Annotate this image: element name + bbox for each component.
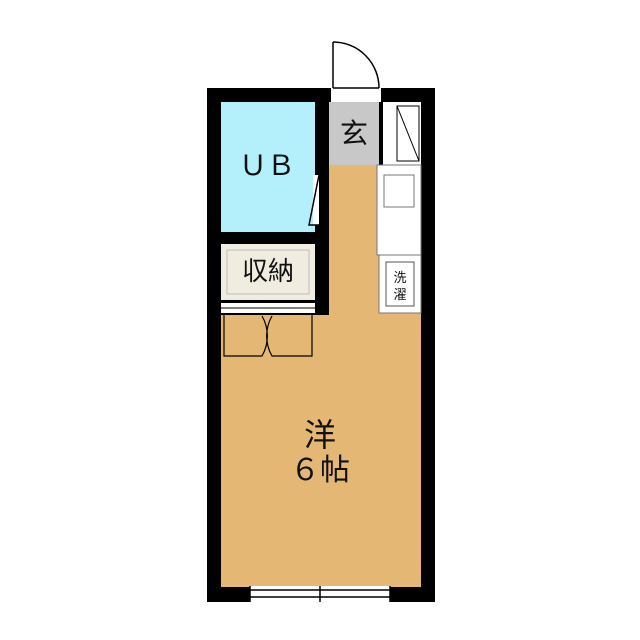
unit-bath-label: ＵＢ [239,149,295,182]
western-room-floor-lower-left [221,315,321,587]
entrance-label: 玄 [340,117,368,150]
laundry-pan [385,261,415,307]
partition-wall [315,100,329,315]
storage-inner [226,249,310,295]
shoe-cabinet-inner [396,105,420,162]
bath-storage-wall [207,232,321,244]
western-room-label-line1: 洋 [304,416,336,454]
unit-bath-room [221,102,315,232]
entrance-door-swing [332,41,380,89]
storage-right-door-swing [266,315,313,357]
shoe-cabinet [383,102,421,165]
storage-room [221,244,315,300]
entrance-door-opening [331,86,381,102]
kitchen-sink [383,174,415,208]
bath-door [308,174,320,226]
laundry-label-line1: 洗 [393,271,406,286]
western-room-label-line2: ６帖 [290,453,350,488]
storage-label: 収納 [242,257,294,287]
shoe-cabinet-diagonal [396,105,420,162]
bath-door-gap [313,175,319,225]
entrance-floor [329,102,379,165]
laundry-label-line2: 濯 [393,288,406,303]
